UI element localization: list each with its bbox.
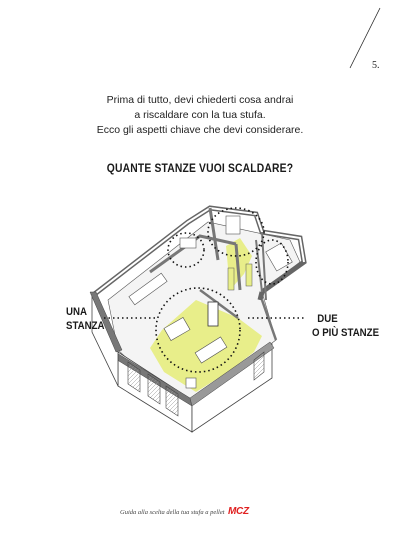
interior-wall bbox=[208, 207, 242, 291]
window bbox=[147, 373, 161, 405]
table bbox=[163, 317, 191, 341]
bed bbox=[265, 242, 293, 272]
brand-logo: MCZ bbox=[228, 506, 249, 517]
sink bbox=[179, 237, 197, 249]
one-room-circle bbox=[155, 287, 241, 373]
armchair bbox=[185, 377, 197, 389]
room-circle bbox=[207, 207, 265, 257]
room-circle bbox=[255, 239, 289, 285]
left-wall-top bbox=[89, 291, 123, 353]
hallway-door bbox=[227, 267, 235, 291]
sofa bbox=[194, 336, 228, 364]
more-rooms-label: DUE O PIÙ STANZE bbox=[312, 312, 379, 340]
room-circle bbox=[167, 232, 205, 268]
one-room-label-line: UNA bbox=[66, 306, 87, 318]
interior-wall bbox=[199, 288, 278, 341]
kitchen-counter bbox=[128, 272, 168, 306]
page-number: 5. bbox=[372, 60, 380, 71]
outer-wall-top bbox=[91, 206, 305, 297]
bathroom-fixture bbox=[225, 215, 241, 235]
corner-slash-decoration bbox=[349, 7, 381, 69]
intro-line: a riscaldare con la tua stufa. bbox=[134, 109, 266, 121]
more-rooms-label-line: O PIÙ STANZE bbox=[312, 327, 380, 339]
intro-line: Prima di tutto, devi chiederti cosa andr… bbox=[106, 94, 294, 106]
window bbox=[253, 351, 265, 381]
one-room-label-line: STANZA bbox=[66, 320, 105, 332]
more-rooms-label-line: DUE bbox=[317, 313, 338, 325]
front-wall-top bbox=[189, 341, 275, 407]
interior-wall bbox=[149, 234, 237, 274]
hallway-door bbox=[245, 263, 253, 287]
section-heading: QUANTE STANZE VUOI SCALDARE? bbox=[106, 161, 294, 175]
footer: Guida alla scelta della tua stufa a pell… bbox=[96, 506, 316, 522]
window bbox=[127, 361, 141, 393]
intro-paragraph: Prima di tutto, devi chiederti cosa andr… bbox=[60, 93, 340, 138]
window bbox=[165, 385, 179, 417]
intro-line: Ecco gli aspetti chiave che devi conside… bbox=[96, 124, 304, 136]
footer-guide-title: Guida alla scelta della tua stufa a pell… bbox=[120, 509, 225, 516]
one-room-label: UNA STANZA bbox=[66, 305, 105, 333]
stove bbox=[207, 301, 219, 327]
